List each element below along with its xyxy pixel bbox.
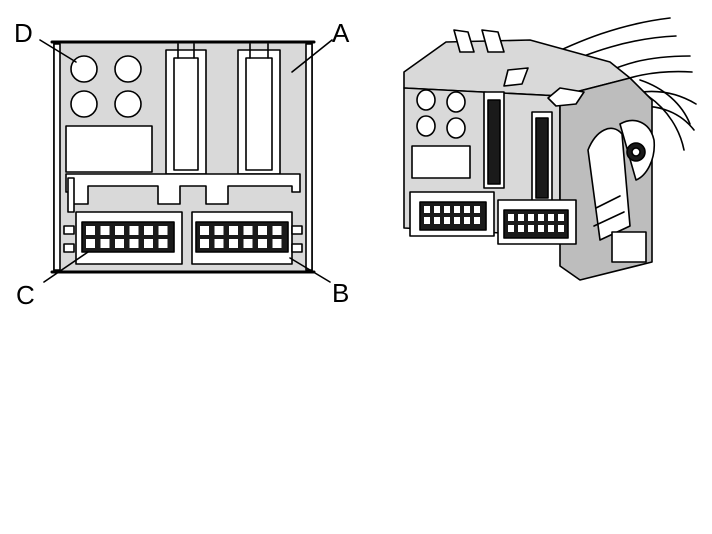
connector-front-view (50, 40, 316, 274)
pin-cavity (464, 206, 470, 213)
pin-cavity (86, 239, 95, 248)
pin-cavity (200, 226, 209, 235)
pin-cavity (258, 239, 267, 248)
connector-perspective-view (403, 17, 697, 281)
pin-cavity (200, 239, 209, 248)
pin-cavity (129, 226, 139, 235)
pin-cavity (434, 217, 440, 224)
pin-cavity (518, 225, 524, 232)
pin-cavity (258, 226, 267, 235)
slot-right-a (237, 43, 281, 175)
pin-cavity (474, 206, 480, 213)
pin-cavity (434, 206, 440, 213)
pin-cavity (538, 225, 544, 232)
pin-cavity (508, 214, 514, 221)
pin-cavity (548, 225, 554, 232)
pin-cavity (100, 239, 110, 248)
pin-cavity (243, 226, 253, 235)
pin-cavity (229, 239, 238, 248)
pin-cavity (86, 226, 95, 235)
callout-leaders (39, 39, 333, 283)
pin-cavity (454, 206, 460, 213)
pin-cavity (558, 225, 564, 232)
pin-cavity (464, 217, 470, 224)
round-cavities (70, 55, 142, 118)
pin-cavity (444, 206, 450, 213)
pin-cavity (129, 239, 139, 248)
pin-block-c (75, 211, 183, 265)
pin-cavity (454, 217, 460, 224)
pin-cavity (243, 239, 253, 248)
pin-cavity (115, 226, 124, 235)
callout-c: C (16, 280, 35, 310)
pin-cavity (518, 214, 524, 221)
pin-cavity (538, 214, 544, 221)
pin-cavity (508, 225, 514, 232)
pin-block-b (191, 211, 293, 265)
pin-cavity (528, 225, 534, 232)
callout-a: A (332, 18, 350, 48)
pin-cavity (528, 214, 534, 221)
pin-cavity (158, 239, 168, 248)
pin-cavity (144, 239, 153, 248)
pin-cavity (229, 226, 238, 235)
pin-cavity (115, 239, 124, 248)
pin-cavity (214, 226, 224, 235)
pin-cavity (158, 226, 168, 235)
pin-cavity (144, 226, 153, 235)
pin-cavity (100, 226, 110, 235)
pin-cavity (272, 226, 282, 235)
callout-b: B (332, 278, 349, 308)
callout-d: D (14, 18, 33, 48)
pin-cavity (444, 217, 450, 224)
pin-cavity (424, 206, 430, 213)
slot-left (165, 43, 207, 175)
pin-cavity (474, 217, 480, 224)
pin-cavity (548, 214, 554, 221)
pin-cavity (424, 217, 430, 224)
pin-cavity (558, 214, 564, 221)
pin-cavity (272, 239, 282, 248)
pin-cavity (214, 239, 224, 248)
